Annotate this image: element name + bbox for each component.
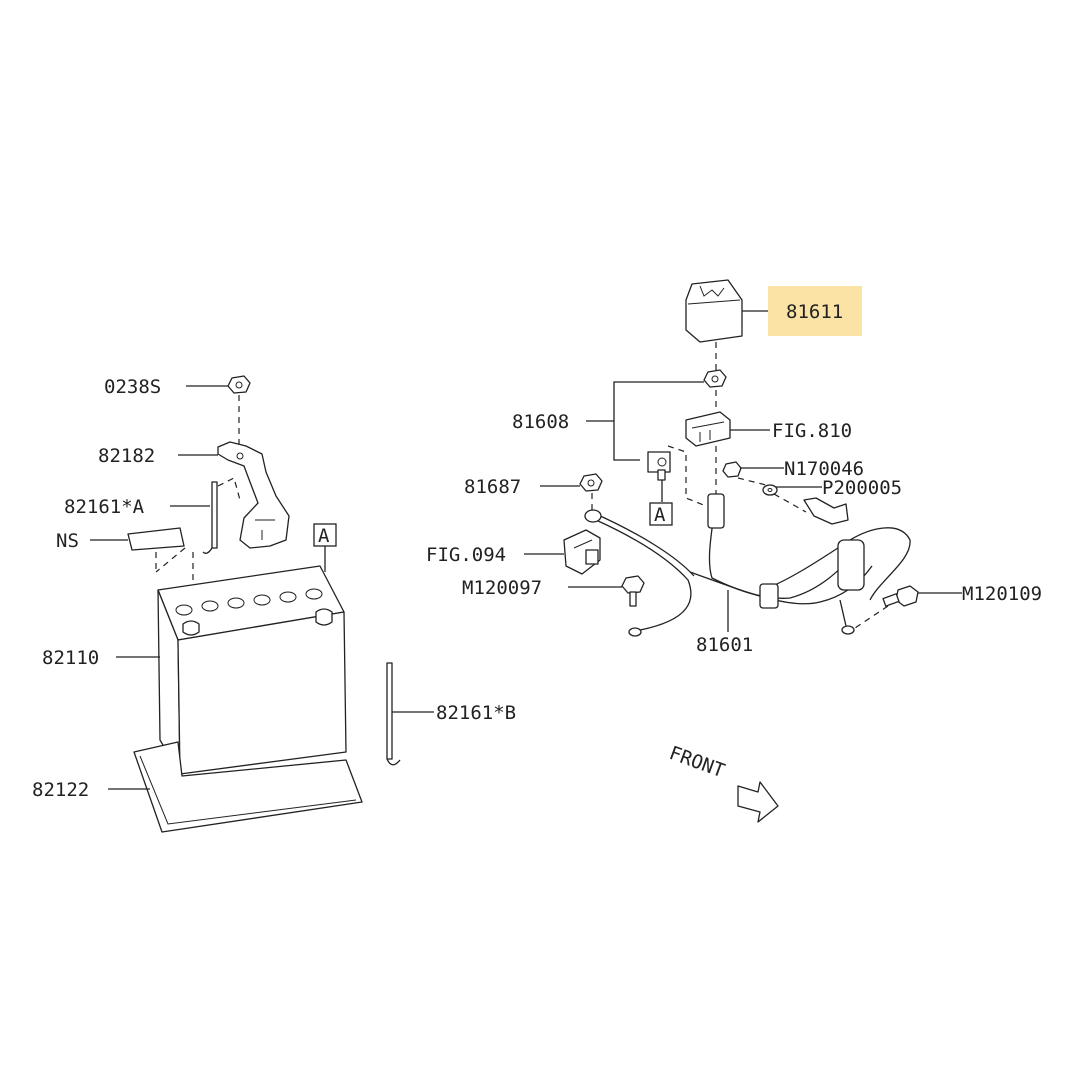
label-ref-a-left: A [318,525,330,547]
dash-washer [737,477,807,513]
battery-82110-part[interactable] [157,565,347,775]
nut-81687-part[interactable] [579,473,603,492]
label-81608[interactable]: 81608 [512,411,569,433]
tray-82122-part[interactable] [133,741,363,833]
terminal-cover-81611-part[interactable] [685,279,743,343]
bracket-82182-part[interactable] [217,441,290,549]
bolt-m120097-part[interactable] [621,575,645,607]
dash-m120109 [851,605,889,631]
fuse-box-fig810-part[interactable] [685,411,731,447]
label-82161b[interactable]: 82161*B [436,702,516,724]
dash-82161a [217,477,241,501]
harness-81601-part[interactable] [584,493,911,637]
label-front: FRONT [666,742,727,782]
label-82161a[interactable]: 82161*A [64,496,145,518]
label-ref-a-right: A [654,504,666,526]
nut-0238s-part[interactable] [227,375,251,394]
label-m120109[interactable]: M120109 [962,583,1042,605]
label-82182[interactable]: 82182 [98,445,155,467]
label-81601[interactable]: 81601 [696,634,753,656]
label-ns[interactable]: NS [56,530,79,552]
label-81687[interactable]: 81687 [464,476,521,498]
label-p200005[interactable]: P200005 [822,477,902,499]
nut-n170046-part[interactable] [722,461,742,478]
bolt-m120109-part[interactable] [882,585,919,607]
nut-81608-part[interactable] [703,369,727,388]
dash-ns [155,547,186,574]
label-82110[interactable]: 82110 [42,647,99,669]
label-fig810[interactable]: FIG.810 [772,420,852,442]
dash-stud [667,445,707,507]
label-81611[interactable]: 81611 [786,301,843,323]
sensor-fig094-part[interactable] [563,529,601,575]
label-fig094[interactable]: FIG.094 [426,544,506,566]
washer-p200005-part[interactable] [762,484,778,496]
front-arrow-icon [737,781,779,823]
terminal-stud-part[interactable] [647,451,671,481]
ref-box-a-right [649,502,673,526]
ns-label-plate[interactable] [127,527,185,551]
label-0238s[interactable]: 0238S [104,376,161,398]
rod-82161a-part[interactable] [202,481,218,554]
label-m120097[interactable]: M120097 [462,577,542,599]
highlight-81611 [768,286,862,336]
label-n170046[interactable]: N170046 [784,458,864,480]
label-82122[interactable]: 82122 [32,779,89,801]
rod-82161b-part[interactable] [386,662,401,766]
